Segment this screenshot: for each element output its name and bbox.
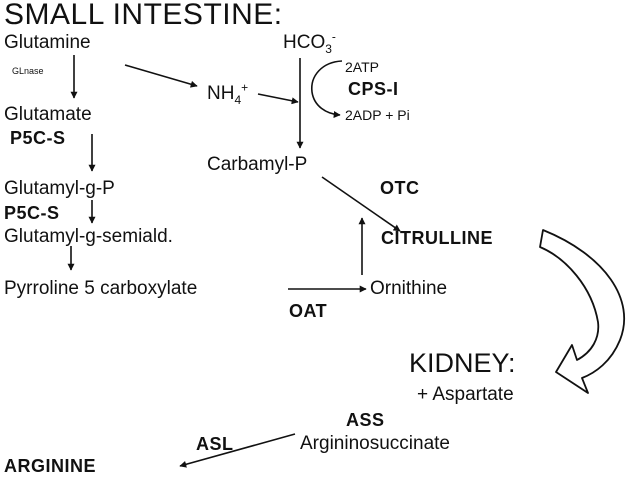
p5cs-label-2: P5C-S [4,203,60,223]
bicarbonate-superscript: - [331,29,336,44]
arrow-argininosuccinate-to-arginine [179,433,296,468]
argininosuccinate-label: Argininosuccinate [300,433,450,454]
kidney-label: KIDNEY: [409,348,516,378]
bicarbonate-label: HCO3- [283,29,336,55]
glnase-label: GLnase [12,66,44,76]
ornithine-label: Ornithine [370,278,448,299]
p5cs-label-1: P5C-S [10,128,66,148]
bicarbonate-subscript: 3 [325,41,332,56]
pyrroline-label: Pyrroline 5 carboxylate [4,278,198,299]
transport-block-arrow [539,229,626,394]
citrulline-label: CITRULLINE [381,228,493,248]
aspartate-label: + Aspartate [417,384,514,405]
atp-label: 2ATP [345,59,379,75]
adp-label: 2ADP + Pi [345,107,410,123]
ammonium-superscript: + [241,80,249,95]
asl-label: ASL [196,434,234,454]
arrow-atp-adp-curve [311,60,343,119]
arrow-ammonium-to-cps [257,93,299,105]
bicarbonate-text: HCO [283,32,326,53]
glutamate-label: Glutamate [4,104,92,125]
arginine-label: ARGININE [4,456,97,476]
ammonium-label: NH4+ [207,80,249,106]
carbamyl-p-label: Carbamyl-P [207,154,308,175]
arrow-glutamine-to-ammonium [124,64,198,88]
oat-label: OAT [289,301,328,321]
ass-label: ASS [346,410,385,430]
arrow-carbamyl-p-to-citrulline [321,176,401,232]
ammonium-subscript: 4 [234,92,242,107]
glutamine-label: Glutamine [4,32,91,53]
title: SMALL INTESTINE: [4,0,283,31]
ammonium-text: NH [207,83,235,104]
otc-label: OTC [380,178,420,198]
glutamyl-semiald-label: Glutamyl-g-semiald. [4,226,173,247]
glutamyl-g-p-label: Glutamyl-g-P [4,178,115,199]
cps1-label: CPS-I [348,79,399,99]
